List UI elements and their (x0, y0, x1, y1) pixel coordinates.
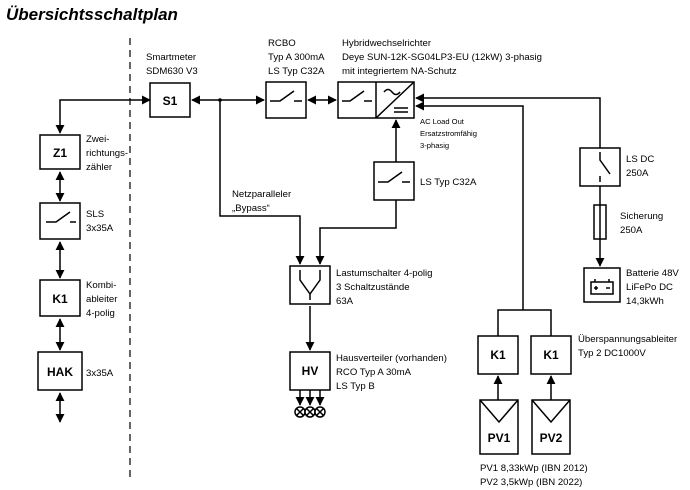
pv1-label: PV1 (488, 431, 511, 445)
lastumschalter-description: Lastumschalter 4-polig 3 Schaltzustände … (336, 268, 435, 307)
pv1-panel: PV1 (479, 399, 519, 455)
sls-switch (39, 202, 81, 240)
ac-load-out-description: AC Load Out Ersatzstromfähig 3-phasig (420, 117, 479, 150)
hak-connection-box: HAK (37, 351, 83, 391)
inverter-description: Hybridwechselrichter Deye SUN-12K-SG04LP… (342, 38, 545, 77)
line-bypass (219, 100, 305, 265)
batterie-description: Batterie 48V LiFePo DC 14,3kWh (626, 268, 681, 307)
lamp-icon (304, 406, 316, 418)
line-inverter-dc (415, 93, 601, 148)
sls-description: SLS 3x35A (86, 209, 114, 234)
k1-pv2-label: K1 (543, 348, 559, 362)
lamp-icon (314, 406, 326, 418)
k1-surge-arrester-left: K1 (39, 279, 81, 317)
line-inverter-pv (415, 101, 524, 310)
sicherung-description: Sicherung 250A (620, 211, 666, 236)
ls-c32a-label: LS Typ C32A (420, 177, 477, 188)
hak-label: HAK (47, 365, 73, 379)
line-s1-to-z1 (55, 95, 151, 134)
z1-description: Zwei- richtungs- zähler (86, 134, 131, 173)
hv-label: HV (302, 364, 319, 378)
lastumschalter-switch (289, 265, 331, 305)
lamp-icon (294, 406, 306, 418)
battery-icon (583, 267, 621, 303)
s1-label: S1 (163, 94, 178, 108)
load-lamps (294, 390, 326, 418)
k1-surge-arrester-pv1: K1 (477, 335, 519, 375)
hv-distribution-board: HV (289, 351, 331, 391)
line-pv-split (497, 309, 552, 336)
pv-description: PV1 8,33kWp (IBN 2012) PV2 3,5kWp (IBN 2… (480, 463, 590, 488)
pv2-panel: PV2 (531, 399, 571, 455)
pv2-label: PV2 (540, 431, 563, 445)
hausverteiler-description: Hausverteiler (vorhanden) RCO Typ A 30mA… (336, 353, 450, 392)
z1-label: Z1 (53, 146, 67, 160)
hak-description: 3x35A (86, 368, 114, 379)
bypass-description: Netzparalleler „Bypass“ (232, 189, 294, 214)
k1-left-label: K1 (52, 292, 68, 306)
rcbo-switch (265, 81, 307, 119)
k1-pv1-label: K1 (490, 348, 506, 362)
ls-dc-description: LS DC 250A (626, 154, 657, 179)
fuse-icon (593, 204, 607, 240)
surge-description: Überspannungsableiter Typ 2 DC1000V (578, 334, 680, 359)
s1-smartmeter: S1 (149, 82, 191, 118)
diagram-title: Übersichtsschaltplan (6, 5, 178, 24)
smartmeter-description: Smartmeter SDM630 V3 (146, 52, 199, 77)
rcbo-description: RCBO Typ A 300mA LS Typ C32A (268, 38, 327, 77)
ls-dc-switch (579, 147, 621, 187)
k1-surge-arrester-pv2: K1 (530, 335, 572, 375)
z1-meter: Z1 (39, 134, 81, 170)
bypass-junction-dot (218, 98, 222, 102)
line-ls-lastumschalter (315, 200, 397, 265)
hybrid-inverter (337, 81, 415, 119)
k1-left-description: Kombi- ableiter 4-polig (86, 280, 120, 319)
ls-c32a-switch (373, 161, 415, 201)
